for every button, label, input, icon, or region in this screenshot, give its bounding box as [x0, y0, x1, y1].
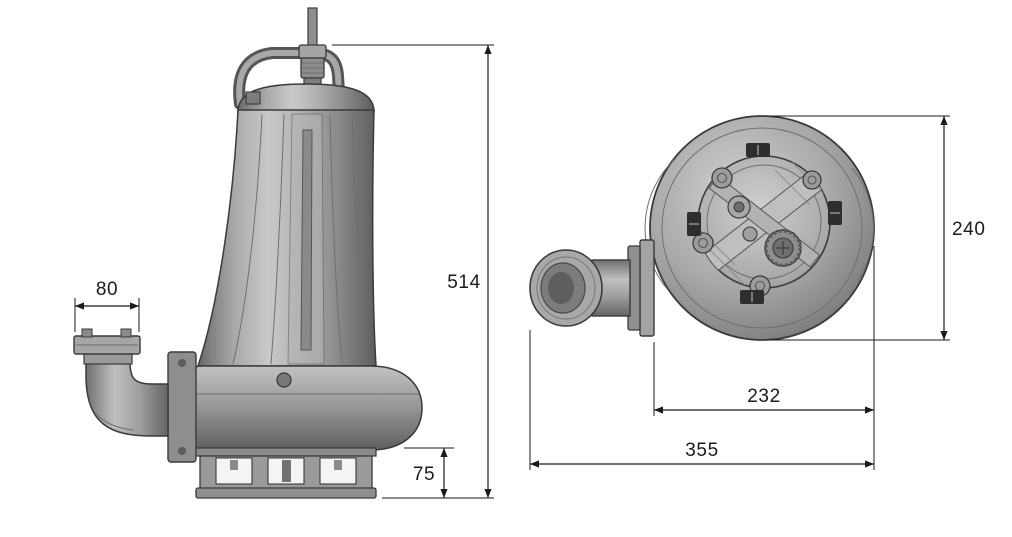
- dim-text-355: 355: [685, 440, 719, 461]
- cover-bolts: [692, 167, 822, 297]
- knurled-knob: [764, 229, 802, 267]
- dim-text-514: 514: [447, 272, 481, 293]
- dim-text-80: 80: [96, 279, 118, 300]
- dimension-total-height: 514: [332, 44, 494, 499]
- power-cable: [298, 7, 327, 93]
- lifting-handle-bail: [233, 47, 345, 110]
- base-stand: [195, 447, 377, 499]
- dimension-flange-to-edge: 232: [653, 246, 875, 470]
- base-rail: [195, 487, 377, 499]
- discharge-flange-plate: [167, 351, 197, 463]
- base-window: [319, 457, 357, 485]
- motor-groove: [300, 129, 313, 351]
- motor-housing: [196, 109, 377, 367]
- oil-plug: [276, 372, 292, 388]
- dimension-volute-od: 240: [770, 115, 986, 341]
- cover-clamps: [687, 143, 842, 304]
- motor-top-cap: [237, 83, 375, 113]
- dim-text-240: 240: [952, 219, 986, 240]
- cable-gland-nut: [298, 44, 327, 59]
- dimension-base-height: 75: [404, 447, 454, 498]
- dim-text-232: 232: [747, 386, 781, 407]
- pump-volute-top-view: [529, 115, 875, 341]
- flange-bolt-left: [81, 328, 93, 338]
- discharge-pipe-top-view: [529, 239, 655, 337]
- impeller-hint: [282, 460, 291, 482]
- impeller-hint: [230, 460, 238, 470]
- volute-rib: [661, 127, 863, 329]
- volute-casing-side: [187, 365, 423, 451]
- flange-bolt-right: [120, 328, 132, 338]
- dim-text-75: 75: [413, 464, 435, 485]
- handle-latch: [245, 91, 261, 105]
- impeller-hint: [334, 460, 342, 470]
- dimension-discharge-width: 80: [74, 279, 140, 332]
- dimension-annotations: 80 514 75 240 232: [74, 44, 986, 499]
- discharge-elbow: [73, 328, 169, 437]
- pipe-flange: [639, 239, 655, 337]
- pump-side-view: [73, 7, 423, 499]
- dimension-overall-width: 355: [529, 330, 874, 470]
